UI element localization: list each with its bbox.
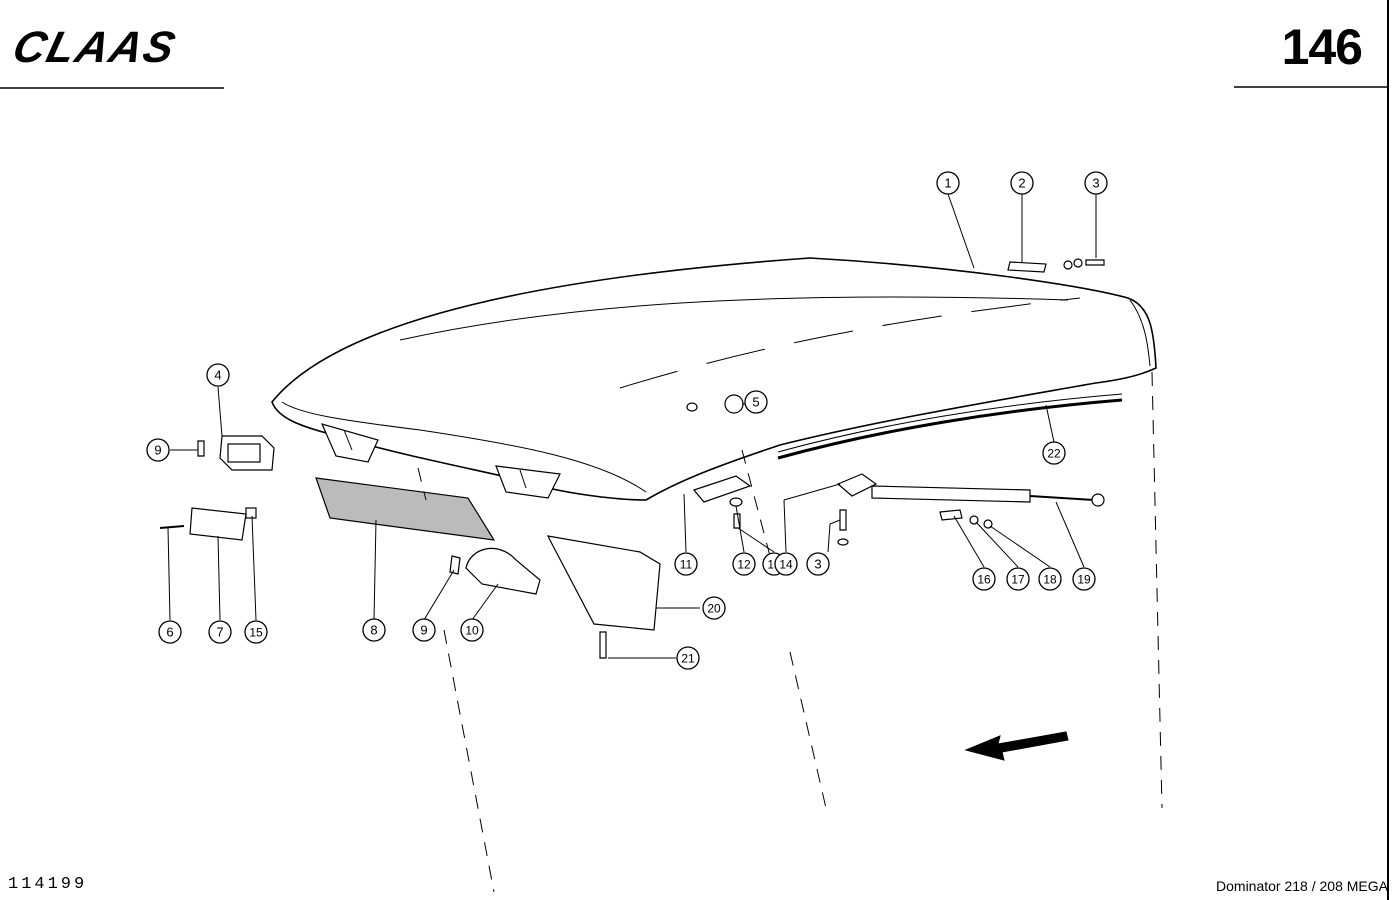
nut-part-15 <box>245 507 257 519</box>
callout-circle <box>676 646 700 670</box>
callout-circle <box>702 596 726 620</box>
callout-1: 1 <box>936 171 960 195</box>
drawing-id: 114199 <box>8 875 88 894</box>
callout-circle <box>208 620 232 644</box>
callout-15: 15 <box>244 620 268 644</box>
engine-hood <box>271 257 1157 501</box>
callout-circle <box>1042 441 1066 465</box>
callout-circle <box>146 438 170 462</box>
callout-circle <box>744 390 768 414</box>
callout-20: 20 <box>702 596 726 620</box>
callout-2: 2 <box>1010 171 1034 195</box>
claas-logo: CLAAS <box>8 24 182 72</box>
callout-10: 10 <box>460 618 484 642</box>
callout-circle <box>936 171 960 195</box>
callout-circle <box>412 618 436 642</box>
plug-small <box>686 402 698 412</box>
callout-number: 10 <box>465 624 479 638</box>
model-name: Dominator 218 / 208 MEGA <box>1216 878 1388 894</box>
callout-number: 7 <box>216 625 223 640</box>
callout-8: 8 <box>362 618 386 642</box>
callout-circle <box>1010 171 1034 195</box>
support-part-20 <box>546 535 661 631</box>
callout-circle <box>362 618 386 642</box>
plate-part-7 <box>189 507 247 541</box>
callout-number: 3 <box>814 557 821 572</box>
callout-22: 22 <box>1042 441 1066 465</box>
callout-3: 3 <box>806 552 830 576</box>
callout-21: 21 <box>676 646 700 670</box>
callout-7: 7 <box>208 620 232 644</box>
callout-circle <box>1006 567 1030 591</box>
callout-number: 15 <box>249 626 263 640</box>
callout-19: 19 <box>1072 567 1096 591</box>
callout-number: 18 <box>1043 573 1057 587</box>
callout-number: 20 <box>707 602 721 616</box>
callout-number: 2 <box>1018 176 1025 191</box>
bracket-part-14 <box>836 473 878 497</box>
washer <box>1063 260 1073 270</box>
direction-arrow-icon <box>964 731 1069 761</box>
hinge-part-11 <box>692 475 752 503</box>
callout-circle <box>244 620 268 644</box>
callout-16: 16 <box>972 567 996 591</box>
callout-circle <box>1084 171 1108 195</box>
callout-circle <box>206 363 230 387</box>
callout-circle <box>674 552 698 576</box>
reflector-strip-part-8 <box>315 477 496 541</box>
callout-number: 19 <box>1077 573 1091 587</box>
callout-number: 22 <box>1047 447 1061 461</box>
callout-6: 6 <box>158 620 182 644</box>
page-number: 146 <box>1281 19 1363 75</box>
lamp-part-10 <box>465 547 541 595</box>
callout-number: 4 <box>214 368 221 383</box>
callout-number: 11 <box>680 558 693 572</box>
callout-number: 9 <box>420 623 427 638</box>
callout-9: 9 <box>146 438 170 462</box>
callout-number: 8 <box>370 623 377 638</box>
callout-number: 3 <box>1092 176 1099 191</box>
callout-18: 18 <box>1038 567 1062 591</box>
callout-number: 16 <box>977 573 991 587</box>
callout-circle <box>158 620 182 644</box>
callout-17: 17 <box>1006 567 1030 591</box>
assembly-dash-lines <box>417 371 1163 893</box>
callout-number: 5 <box>752 395 759 410</box>
callout-circle <box>806 552 830 576</box>
plug-cap-part-5 <box>724 394 744 414</box>
callout-14: 14 <box>774 552 798 576</box>
hardware-parts <box>159 258 1105 659</box>
callout-number: 6 <box>166 625 173 640</box>
callout-number: 14 <box>779 558 793 572</box>
callout-circle <box>1072 567 1096 591</box>
washer <box>1073 258 1083 268</box>
leader-lines <box>167 193 1097 659</box>
callout-number: 17 <box>1011 573 1025 587</box>
callout-11: 11 <box>674 552 698 576</box>
callout-5: 5 <box>744 390 768 414</box>
callout-number: 1 <box>944 176 951 191</box>
gas-strut-part-19 <box>871 485 1031 503</box>
callout-9: 9 <box>412 618 436 642</box>
callout-number: 12 <box>737 558 751 572</box>
callout-number: 21 <box>681 652 695 666</box>
callout-3: 3 <box>1084 171 1108 195</box>
bracket-part-2 <box>1007 261 1047 273</box>
callout-circle <box>972 567 996 591</box>
callout-12: 12 <box>732 552 756 576</box>
callout-circle <box>460 618 484 642</box>
callout-circle <box>732 552 756 576</box>
callout-number: 9 <box>154 443 161 458</box>
callout-circle <box>1038 567 1062 591</box>
callout-4: 4 <box>206 363 230 387</box>
callout-circle <box>774 552 798 576</box>
bolt <box>1085 259 1105 266</box>
